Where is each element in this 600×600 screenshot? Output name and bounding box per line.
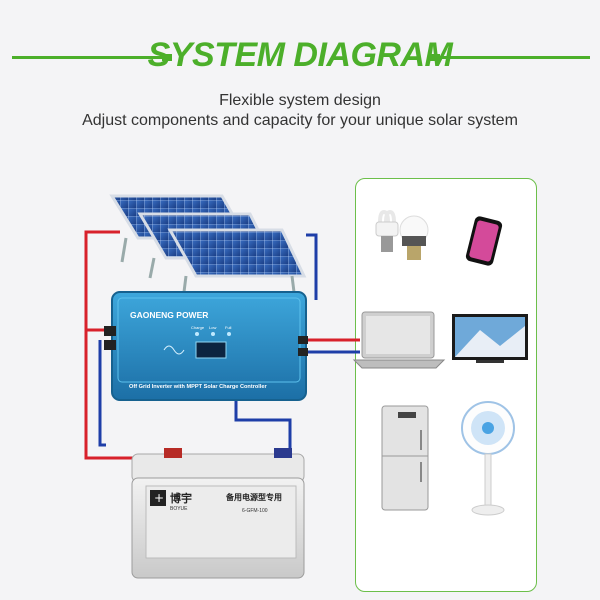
appliances <box>352 209 528 516</box>
wire-panel-neg <box>306 233 318 300</box>
subtitle-line-1: Flexible system design <box>219 92 381 109</box>
sine-wave-icon <box>163 345 185 355</box>
indicator-low: Low <box>209 325 216 330</box>
title-divider-left <box>12 54 172 61</box>
laptop-icon <box>352 311 446 369</box>
solar-panel-array <box>109 194 307 293</box>
title-divider-right <box>430 54 590 61</box>
wire-batt-neg-top <box>234 388 292 460</box>
title-row: SYSTEM DIAGRAM <box>0 36 600 76</box>
television-icon <box>452 314 528 363</box>
subtitle-line-2: Adjust components and capacity for your … <box>82 112 518 129</box>
smartphone-icon <box>465 216 503 266</box>
battery-model: 6-GFM-100 <box>242 508 268 514</box>
indicator-charge: Charge <box>191 325 205 330</box>
wire-panel-pos <box>84 230 172 460</box>
refrigerator-icon <box>381 405 429 511</box>
inverter-display <box>195 341 227 359</box>
battery: + <box>131 448 305 579</box>
battery-logo-icon <box>150 490 166 506</box>
stand-fan-icon <box>461 401 515 516</box>
solar-panel-3 <box>167 228 307 293</box>
svg-text:+: + <box>154 491 164 505</box>
led-low-icon <box>211 332 215 336</box>
battery-label-cn: 备用电源型专用 <box>225 492 282 502</box>
led-charge-icon <box>195 332 199 336</box>
wiring <box>84 230 360 460</box>
indicator-full: Full <box>225 325 232 330</box>
inverter-label: Off Grid Inverter with MPPT Solar Charge… <box>129 384 268 390</box>
inverter <box>104 291 308 401</box>
page-title: SYSTEM DIAGRAM <box>147 36 453 74</box>
battery-brand-en: BOYUE <box>170 506 188 512</box>
led-full-icon <box>227 332 231 336</box>
wire-batt-neg <box>98 340 106 447</box>
led-bulb-icon <box>399 215 429 260</box>
battery-brand-cn: 博宇 <box>170 491 192 505</box>
cfl-bulb-icon <box>375 209 399 252</box>
inverter-brand: GAONENG POWER <box>130 310 208 320</box>
